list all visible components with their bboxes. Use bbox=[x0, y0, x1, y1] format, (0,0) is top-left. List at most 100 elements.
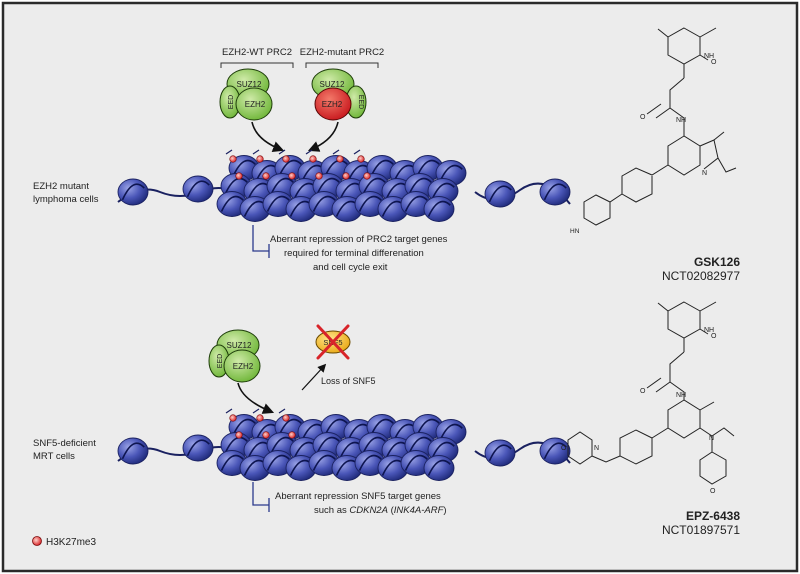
h3k27me3-mark bbox=[256, 155, 264, 163]
epz6438-atom-o4: O bbox=[561, 445, 567, 452]
bottom-suz12-label: SUZ12 bbox=[227, 341, 252, 350]
snf5-lost: SNF5 bbox=[315, 324, 351, 360]
loss-arrow bbox=[301, 363, 327, 391]
legend-h3k27me3-label: H3K27me3 bbox=[46, 537, 96, 548]
gsk126-name: GSK126 bbox=[694, 255, 740, 269]
top-cell-label-line2: lymphoma cells bbox=[33, 194, 99, 205]
bottom-cell-label-line2: MRT cells bbox=[33, 451, 75, 462]
wt-bracket bbox=[220, 62, 294, 68]
bottom-repression-inhibitor bbox=[252, 482, 270, 512]
bottom-cell-label-line1: SNF5-deficient bbox=[33, 438, 96, 449]
h3k27me3-mark bbox=[235, 431, 243, 439]
epz6438-name: EPZ-6438 bbox=[686, 509, 740, 523]
top-outcome-line3: and cell cycle exit bbox=[313, 262, 388, 273]
bottom-eed-label: EED bbox=[217, 354, 224, 368]
bottom-outcome-alias: INK4A-ARF bbox=[394, 505, 445, 516]
top-free-nucleosome bbox=[484, 180, 516, 208]
h3k27me3-mark bbox=[282, 414, 290, 422]
h3k27me3-mark bbox=[336, 155, 344, 163]
h3k27me3-mark bbox=[342, 172, 350, 180]
gsk126-structure bbox=[583, 27, 737, 226]
h3k27me3-mark bbox=[262, 431, 270, 439]
wt-prc2-complex: SUZ12 EED EZH2 bbox=[219, 68, 273, 121]
top-outcome-line1: Aberrant repression of PRC2 target genes bbox=[270, 234, 448, 245]
mutant-prc2-complex: SUZ12 EED EZH2 bbox=[311, 68, 367, 121]
bottom-outcome-line1: Aberrant repression SNF5 target genes bbox=[275, 491, 441, 502]
bottom-outcome-prefix: such as bbox=[314, 505, 349, 516]
legend: H3K27me3 bbox=[32, 536, 96, 548]
epz6438-atom-nh: NH bbox=[704, 327, 714, 334]
gsk126-atom-o2: O bbox=[640, 114, 646, 121]
mutant-ezh2-subunit bbox=[314, 87, 352, 121]
bottom-outcome-line2: such as CDKN2A (INK4A-ARF) bbox=[314, 505, 447, 516]
snf5-cross-icon bbox=[316, 324, 350, 360]
top-cell-label-line1: EZH2 mutant bbox=[33, 181, 89, 192]
top-compact-nucleosome bbox=[308, 191, 340, 217]
top-free-nucleosome bbox=[182, 175, 214, 203]
bottom-ezh2-label: EZH2 bbox=[233, 362, 254, 371]
h3k27me3-mark bbox=[229, 414, 237, 422]
wt-eed-label: EED bbox=[228, 95, 235, 109]
epz6438-atom-o: O bbox=[711, 333, 717, 340]
wt-ezh2-subunit bbox=[235, 87, 273, 121]
bottom-arrow bbox=[237, 382, 275, 414]
h3k27me3-mark bbox=[315, 172, 323, 180]
h3k27me3-mark bbox=[256, 414, 264, 422]
bottom-free-nucleosome bbox=[182, 434, 214, 462]
top-compact-nucleosome bbox=[354, 191, 386, 217]
h3k27me3-mark bbox=[235, 172, 243, 180]
top-outcome-line2: required for terminal differenation bbox=[284, 248, 424, 259]
bottom-free-nucleosome bbox=[539, 437, 571, 465]
epz6438-trial-id: NCT01897571 bbox=[662, 523, 740, 537]
h3k27me3-mark bbox=[363, 172, 371, 180]
wt-ezh2-label: EZH2 bbox=[245, 100, 266, 109]
epz6438-structure bbox=[567, 301, 735, 485]
bottom-compact-nucleosome bbox=[262, 450, 294, 476]
epz6438-atom-o3: O bbox=[710, 488, 716, 495]
epz6438-atom-n: N bbox=[709, 435, 714, 442]
epz6438-atom-o2: O bbox=[640, 388, 646, 395]
mutant-ezh2-label: EZH2 bbox=[322, 100, 343, 109]
top-free-nucleosome bbox=[117, 178, 149, 206]
mutant-suz12-label: SUZ12 bbox=[320, 80, 345, 89]
top-compact-nucleosome bbox=[216, 191, 248, 217]
wt-prc2-label: EZH2-WT PRC2 bbox=[222, 47, 292, 58]
gsk126-atom-hn: HN bbox=[570, 228, 580, 235]
bottom-free-nucleosome bbox=[117, 437, 149, 465]
bottom-prc2-complex: SUZ12 EED EZH2 bbox=[208, 329, 261, 383]
legend-h3k27me3-marker bbox=[32, 536, 42, 546]
top-compact-nucleosome bbox=[423, 196, 455, 222]
mutant-arrow bbox=[307, 121, 339, 152]
bottom-outcome-paren-open: ( bbox=[388, 505, 395, 516]
bottom-free-nucleosome bbox=[484, 439, 516, 467]
gsk126-atom-nh2: NH bbox=[676, 117, 686, 124]
bottom-ezh2-subunit bbox=[223, 349, 261, 383]
h3k27me3-mark bbox=[282, 155, 290, 163]
top-repression-inhibitor bbox=[252, 225, 270, 258]
h3k27me3-mark bbox=[288, 172, 296, 180]
top-compact-nucleosome bbox=[262, 191, 294, 217]
h3k27me3-mark bbox=[309, 155, 317, 163]
bottom-outcome-gene: CDKN2A bbox=[349, 505, 388, 516]
h3k27me3-mark bbox=[229, 155, 237, 163]
h3k27me3-mark bbox=[262, 172, 270, 180]
epz6438-atom-nh2: NH bbox=[676, 392, 686, 399]
bottom-compact-nucleosome bbox=[400, 450, 432, 476]
wt-arrow bbox=[251, 121, 285, 153]
mutant-eed-label: EED bbox=[357, 95, 364, 109]
bottom-compact-nucleosome bbox=[423, 455, 455, 481]
mutant-bracket bbox=[305, 62, 379, 68]
loss-of-snf5-label: Loss of SNF5 bbox=[321, 376, 376, 386]
epz6438-atom-n2: N bbox=[594, 445, 599, 452]
gsk126-trial-id: NCT02082977 bbox=[662, 269, 740, 283]
mutant-prc2-label: EZH2-mutant PRC2 bbox=[300, 47, 384, 58]
top-free-nucleosome bbox=[539, 178, 571, 206]
gsk126-atom-o: O bbox=[711, 59, 717, 66]
h3k27me3-mark bbox=[357, 155, 365, 163]
wt-suz12-label: SUZ12 bbox=[237, 80, 262, 89]
bottom-outcome-paren-close: ) bbox=[443, 505, 446, 516]
top-chromatin-fiber bbox=[117, 149, 571, 222]
bottom-chromatin-fiber bbox=[117, 408, 571, 481]
